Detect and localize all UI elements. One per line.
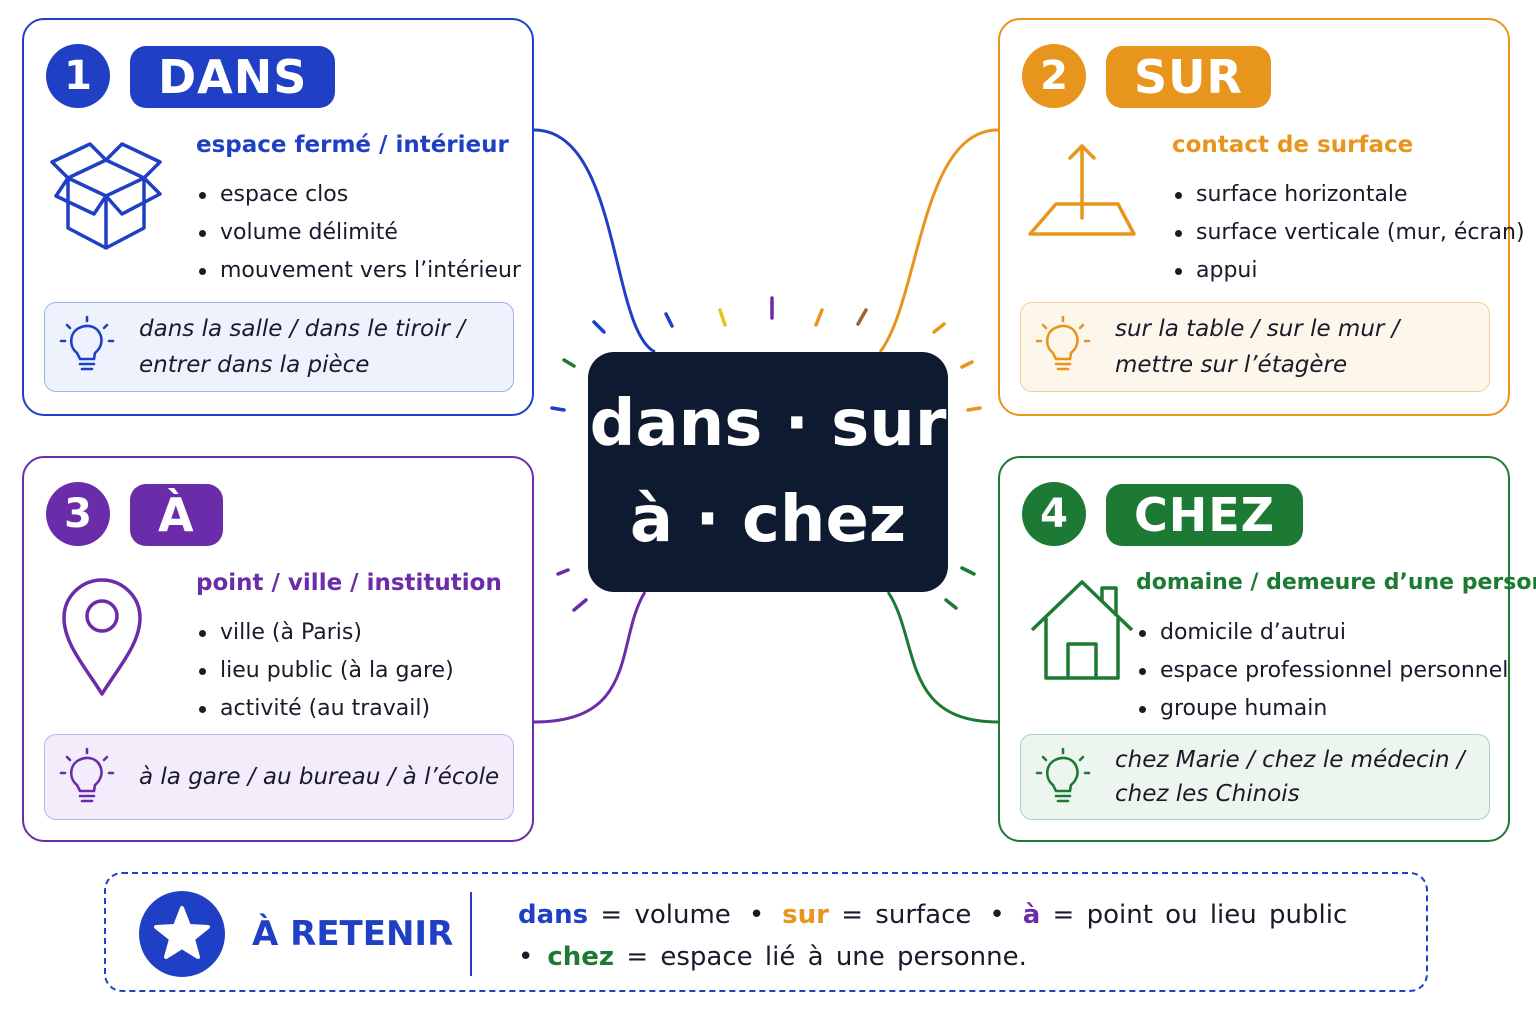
number-badge: 1	[46, 44, 110, 108]
equals-sign: =	[600, 900, 623, 930]
subtitle: point / ville / institution	[196, 570, 502, 596]
tag-a: À	[130, 484, 223, 546]
bullet-list: surface horizontale surface verticale (m…	[1172, 176, 1525, 290]
retenir-line-2: • chez = espace lié à une personne.	[518, 942, 1027, 972]
number-badge: 3	[46, 482, 110, 546]
divider	[470, 892, 472, 976]
word-chez: chez	[547, 942, 615, 972]
word-sur: sur	[782, 900, 829, 930]
bullet-list: domicile d’autrui espace professionnel p…	[1136, 614, 1508, 728]
list-item: surface horizontale	[1172, 176, 1525, 214]
lightbulb-icon	[1035, 315, 1091, 371]
example-box: chez Marie / chez le médecin / chez les …	[1020, 734, 1490, 820]
list-item: groupe humain	[1136, 690, 1508, 728]
connector-dans	[533, 128, 656, 354]
bullet-list: espace clos volume délimité mouvement ve…	[196, 176, 521, 290]
word-dans: dans	[518, 900, 589, 930]
connector-sur	[878, 128, 999, 353]
equals-sign: =	[626, 942, 649, 972]
card-sur: 2 SUR contact de surface surface horizon…	[998, 18, 1525, 416]
list-item: domicile d’autrui	[1136, 614, 1508, 652]
subtitle: espace fermé / intérieur	[196, 132, 509, 158]
map-pin-icon	[62, 578, 142, 696]
subtitle: domaine / demeure d’une personne	[1136, 570, 1536, 595]
meaning: point ou lieu public	[1086, 900, 1348, 930]
separator: •	[518, 942, 534, 972]
example-box: dans la salle / dans le tiroir / entrer …	[44, 302, 514, 392]
meaning: volume	[634, 900, 731, 930]
example-text: dans la salle / dans le tiroir / entrer …	[139, 316, 465, 378]
separator: •	[989, 900, 1005, 930]
retenir-title: À RETENIR	[252, 914, 454, 954]
house-icon	[1030, 580, 1134, 680]
star-icon	[139, 891, 225, 977]
center-title-box: dans · sur à · chez	[588, 352, 948, 592]
list-item: espace professionnel personnel	[1136, 652, 1508, 690]
card-chez: 4 CHEZ domaine / demeure d’une personne …	[998, 456, 1536, 842]
lightbulb-icon	[59, 315, 115, 371]
connector-chez	[886, 591, 999, 724]
list-item: mouvement vers l’intérieur	[196, 252, 521, 290]
meaning: espace lié à une personne.	[660, 942, 1027, 972]
example-box: à la gare / au bureau / à l’école	[44, 734, 514, 820]
example-text: chez Marie / chez le médecin / chez les …	[1115, 747, 1465, 807]
subtitle: contact de surface	[1172, 132, 1414, 158]
list-item: surface verticale (mur, écran)	[1172, 214, 1525, 252]
card-a: 3 À point / ville / institution ville (à…	[22, 456, 534, 842]
card-dans: 1 DANS espace fermé / intérieur espace c…	[22, 18, 534, 416]
list-item: lieu public (à la gare)	[196, 652, 454, 690]
word-a: à	[1022, 900, 1041, 930]
number-badge: 4	[1022, 482, 1086, 546]
lightbulb-icon	[59, 747, 115, 803]
list-item: appui	[1172, 252, 1525, 290]
list-item: activité (au travail)	[196, 690, 454, 728]
center-line-2: à · chez	[629, 483, 907, 557]
list-item: volume délimité	[196, 214, 521, 252]
list-item: ville (à Paris)	[196, 614, 454, 652]
meaning: surface	[875, 900, 972, 930]
surface-arrow-icon	[1028, 144, 1136, 236]
separator: •	[748, 900, 765, 930]
retenir-box: À RETENIR dans = volume • sur = surface • à …	[104, 872, 1428, 992]
number-badge: 2	[1022, 44, 1086, 108]
tag-chez: CHEZ	[1106, 484, 1304, 546]
equals-sign: =	[1052, 900, 1075, 930]
example-text: sur la table / sur le mur / mettre sur l…	[1115, 316, 1400, 378]
lightbulb-icon	[1035, 747, 1091, 803]
tag-dans: DANS	[130, 46, 336, 108]
example-text: à la gare / au bureau / à l’école	[139, 764, 500, 790]
example-box: sur la table / sur le mur / mettre sur l…	[1020, 302, 1490, 392]
connector-a	[533, 591, 647, 724]
box-icon	[50, 142, 162, 250]
list-item: espace clos	[196, 176, 521, 214]
equals-sign: =	[841, 900, 864, 930]
bullet-list: ville (à Paris) lieu public (à la gare) …	[196, 614, 454, 728]
retenir-line-1: dans = volume • sur = surface • à = point ou…	[518, 900, 1347, 930]
tag-sur: SUR	[1106, 46, 1271, 108]
center-line-1: dans · sur	[589, 387, 947, 461]
